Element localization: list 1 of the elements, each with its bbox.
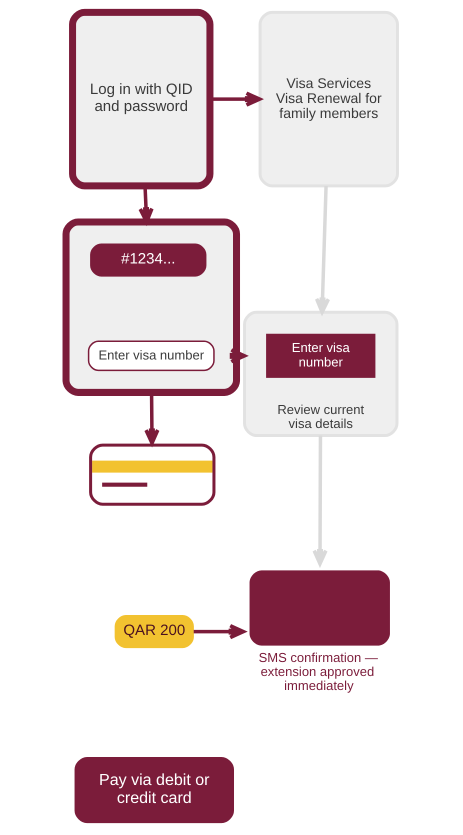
- node-label: SMS confirmation — extension approved immediately: [258, 650, 378, 694]
